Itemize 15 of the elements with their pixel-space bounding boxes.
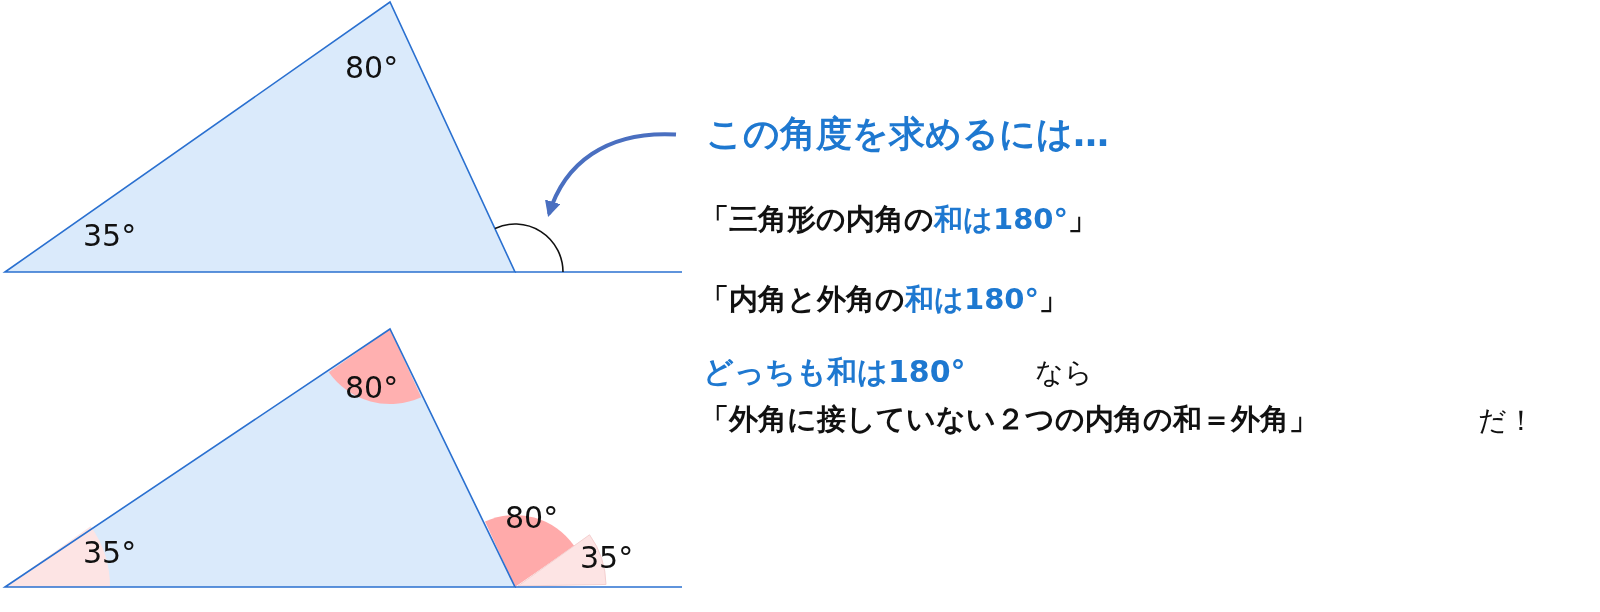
statement-text: 「内角と外角の和は180°」	[700, 281, 1069, 318]
statement-text: 「三角形の内角の和は180°」	[700, 201, 1098, 238]
angle-arc	[494, 223, 564, 273]
angle-label: 80°	[345, 370, 399, 405]
angle-label: 35°	[83, 218, 137, 253]
conclusion-text: どっちも和は180°	[703, 353, 966, 391]
curved-arrow	[545, 132, 677, 218]
angle-label: 35°	[83, 535, 137, 570]
question-heading: この角度を求めるには…	[706, 110, 1109, 159]
conclusion-text: だ！	[1478, 403, 1535, 439]
conclusion-text: 「外角に接していない２つの内角の和＝外角」	[700, 401, 1318, 438]
conclusion-text: なら	[1035, 355, 1093, 391]
angle-label: 35°	[580, 540, 634, 575]
angle-label: 80°	[505, 500, 559, 535]
angle-label: 80°	[345, 50, 399, 85]
